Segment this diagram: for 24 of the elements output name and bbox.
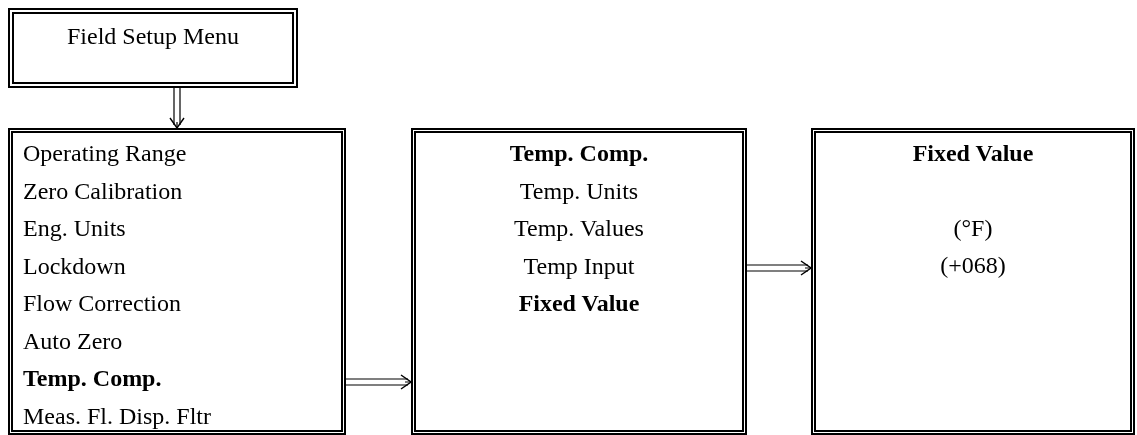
menu-item: Temp Input [522, 251, 636, 281]
double-arrow [746, 260, 812, 276]
menu-box [411, 128, 747, 435]
double-arrow [345, 374, 412, 390]
menu-item: Temp. Comp. [508, 139, 650, 168]
menu-item: Temp. Units [518, 176, 640, 206]
menu-item: Field Setup Menu [66, 22, 240, 51]
double-arrow [169, 87, 185, 129]
menu-item: Flow Correction [23, 289, 182, 318]
menu-item: (°F) [952, 213, 994, 243]
menu-item: Fixed Value [911, 139, 1035, 168]
menu-item: Auto Zero [23, 326, 124, 356]
menu-box [8, 128, 346, 435]
menu-item: Lockdown [23, 251, 127, 281]
menu-item: Fixed Value [517, 289, 641, 318]
menu-item: Eng. Units [23, 214, 127, 243]
menu-box [8, 8, 298, 88]
menu-item: Zero Calibration [23, 176, 184, 206]
menu-item: Operating Range [23, 139, 188, 168]
menu-item: Temp. Comp. [23, 364, 163, 393]
menu-item: (+068) [939, 251, 1007, 280]
menu-item: Meas. Fl. Disp. Fltr [23, 401, 212, 431]
menu-box [811, 128, 1135, 435]
menu-item: Temp. Values [513, 214, 645, 243]
